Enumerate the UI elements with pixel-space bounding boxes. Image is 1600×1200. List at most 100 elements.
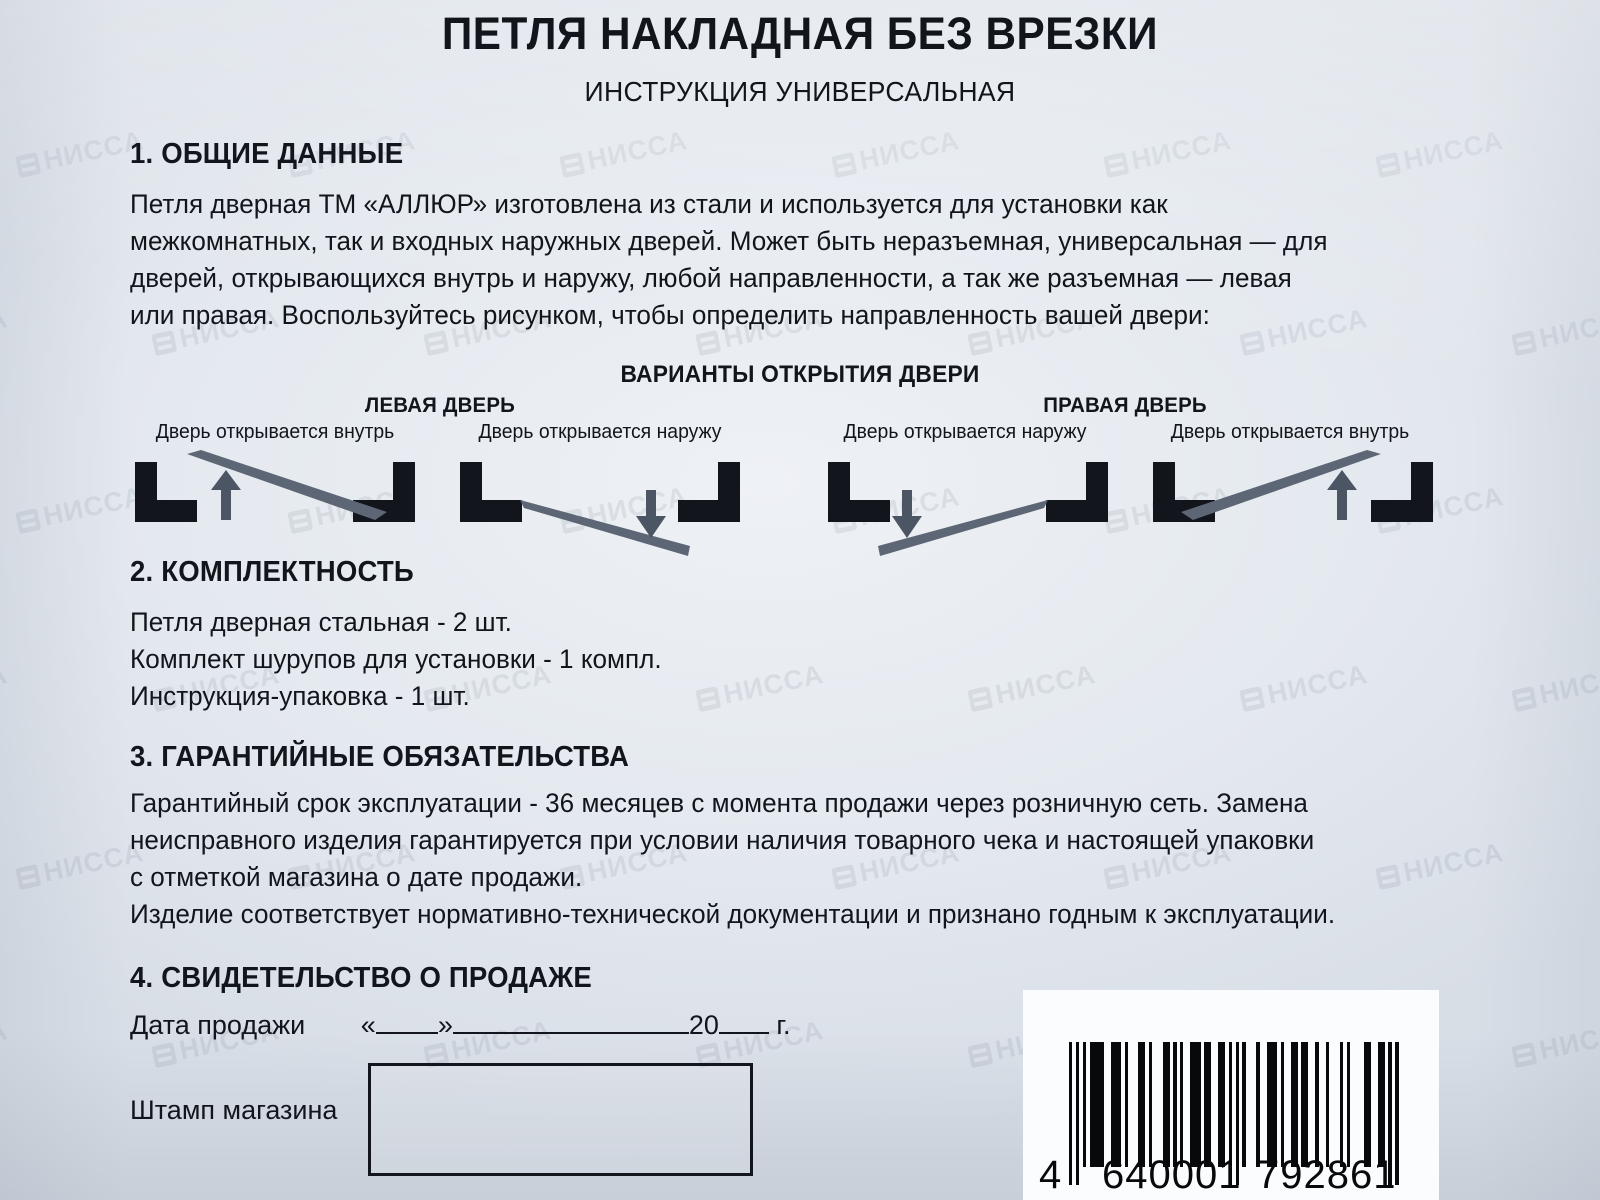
section-3-line-2: неисправного изделия гарантируется при у…	[130, 825, 1315, 855]
door-leaf-line	[187, 450, 387, 520]
barcode-bar	[1124, 1042, 1128, 1167]
left-door-group-title: ЛЕВАЯ ДВЕРЬ	[364, 393, 516, 417]
section-1-line-3: дверей, открывающихся внутрь и наружу, л…	[130, 263, 1292, 293]
barcode-bar	[1381, 1042, 1385, 1167]
barcode-bar	[1190, 1042, 1194, 1167]
barcode-bar	[1273, 1042, 1278, 1167]
barcode-bar	[1193, 1042, 1198, 1167]
section-1-line-2: межкомнатных, так и входных наружных две…	[130, 226, 1328, 256]
barcode-bar	[1294, 1042, 1298, 1167]
barcode-bar	[1221, 1042, 1226, 1167]
stamp-label: Штамп магазина	[130, 1095, 338, 1125]
barcode-bar	[1114, 1042, 1118, 1167]
barcode-bar	[1148, 1042, 1153, 1167]
door-pane-1-graphic	[135, 450, 415, 522]
component-item-3: Инструкция-упаковка - 1 шт.	[130, 681, 470, 711]
barcode-bar	[1207, 1042, 1212, 1167]
barcode-digit-first: 4	[1039, 1153, 1063, 1197]
barcode-bar	[1388, 1042, 1392, 1185]
wall-bracket-right-icon	[1046, 462, 1108, 522]
barcode-bars	[1069, 1042, 1399, 1185]
sale-year-blank[interactable]	[718, 1012, 769, 1034]
barcode-bar	[1162, 1042, 1167, 1167]
sale-month-blank[interactable]	[452, 1012, 689, 1034]
door-pane-label-4: Дверь открывается внутрь	[1170, 421, 1410, 443]
document-title: ПЕТЛЯ НАКЛАДНАЯ БЕЗ ВРЕЗКИ	[441, 8, 1159, 59]
quote-close: »	[437, 1010, 453, 1040]
diagram-title: ВАРИАНТЫ ОТКРЫТИЯ ДВЕРИ	[620, 361, 980, 388]
barcode-bar	[1256, 1042, 1260, 1167]
barcode-bar	[1093, 1042, 1097, 1167]
section-3-line-3: с отметкой магазина о дате продажи.	[130, 862, 583, 892]
door-leaf-line	[878, 500, 1048, 556]
sale-day-blank[interactable]	[375, 1012, 438, 1034]
sale-date-line: Дата продажи «»20 г.	[130, 1010, 790, 1041]
door-pane-3-graphic	[828, 462, 1108, 556]
section-1-line-4: или правая. Воспользуйтесь рисунком, что…	[130, 300, 1210, 330]
barcode-bar	[1138, 1042, 1142, 1167]
barcode-bar	[1325, 1042, 1330, 1167]
section-4-heading: 4. СВИДЕТЕЛЬСТВО О ПРОДАЖЕ	[130, 962, 592, 994]
section-3-line-1: Гарантийный срок эксплуатации - 36 месяц…	[130, 788, 1308, 818]
document-subtitle: ИНСТРУКЦИЯ УНИВЕРСАЛЬНАЯ	[584, 76, 1016, 107]
barcode-bar	[1218, 1042, 1222, 1167]
barcode-bar	[1075, 1042, 1080, 1185]
right-door-group-title: ПРАВАЯ ДВЕРЬ	[1043, 393, 1207, 417]
door-pane-2-graphic	[460, 462, 740, 556]
wall-bracket-left-icon	[135, 462, 197, 522]
arrow-up-icon	[1327, 470, 1357, 520]
barcode-bar	[1197, 1042, 1201, 1167]
barcode-bar	[1291, 1042, 1295, 1167]
barcode-bar	[1280, 1042, 1285, 1167]
component-item-2: Комплект шурупов для установки - 1 компл…	[130, 644, 662, 674]
barcode-bar	[1304, 1042, 1309, 1167]
barcode-bar	[1110, 1042, 1115, 1167]
barcode-bar	[1082, 1042, 1087, 1167]
barcode-digits-right: 792861	[1257, 1153, 1397, 1197]
barcode-digits-left: 640001	[1102, 1153, 1242, 1197]
section-3-line-4: Изделие соответствует нормативно-техниче…	[130, 899, 1336, 929]
section-2-body: Петля дверная стальная - 2 шт. Комплект …	[130, 604, 1017, 715]
wall-bracket-right-icon	[1371, 462, 1433, 522]
barcode-bar	[1089, 1042, 1094, 1167]
barcode-bar	[1395, 1042, 1399, 1185]
stamp-box[interactable]	[368, 1063, 753, 1176]
barcode-bar	[1266, 1042, 1271, 1167]
barcode-bar	[1180, 1042, 1184, 1167]
barcode-bar	[1204, 1042, 1208, 1167]
barcode: 4 640001 792861	[1023, 990, 1439, 1200]
door-opening-diagram: ВАРИАНТЫ ОТКРЫТИЯ ДВЕРИ ЛЕВАЯ ДВЕРЬ ПРАВ…	[0, 355, 1600, 560]
barcode-bar	[1235, 1042, 1239, 1185]
door-pane-4-graphic	[1153, 450, 1433, 522]
barcode-bar	[1141, 1042, 1146, 1167]
barcode-bar	[1069, 1042, 1073, 1185]
barcode-bar	[1367, 1042, 1371, 1167]
barcode-bar	[1166, 1042, 1170, 1167]
wall-bracket-left-icon	[828, 462, 890, 522]
section-3-body: Гарантийный срок эксплуатации - 36 месяц…	[130, 785, 1470, 933]
wall-bracket-left-icon	[460, 462, 522, 522]
barcode-bar	[1100, 1042, 1104, 1167]
quote-open: «	[360, 1010, 376, 1040]
barcode-bar	[1363, 1042, 1368, 1167]
door-leaf-line	[520, 500, 690, 556]
barcode-bar	[1339, 1042, 1344, 1167]
barcode-bar	[1377, 1042, 1382, 1167]
barcode-bar	[1346, 1042, 1350, 1167]
section-3-heading: 3. ГАРАНТИЙНЫЕ ОБЯЗАТЕЛЬСТВА	[130, 741, 630, 773]
door-pane-label-1: Дверь открывается внутрь	[155, 421, 395, 443]
door-pane-label-3: Дверь открывается наружу	[843, 421, 1087, 443]
door-pane-label-2: Дверь открывается наружу	[478, 421, 722, 443]
year-prefix: 20	[688, 1010, 719, 1040]
arrow-down-icon	[892, 490, 922, 538]
section-2-heading: 2. КОМПЛЕКТНОСТЬ	[130, 556, 414, 588]
wall-bracket-right-icon	[678, 462, 740, 522]
barcode-bar	[1117, 1042, 1122, 1167]
section-1-heading: 1. ОБЩИЕ ДАННЫЕ	[130, 138, 404, 170]
barcode-bar	[1173, 1042, 1177, 1167]
barcode-bar	[1096, 1042, 1101, 1167]
barcode-bar	[1242, 1042, 1246, 1167]
section-1-body: Петля дверная ТМ «АЛЛЮР» изготовлена из …	[130, 186, 1450, 334]
